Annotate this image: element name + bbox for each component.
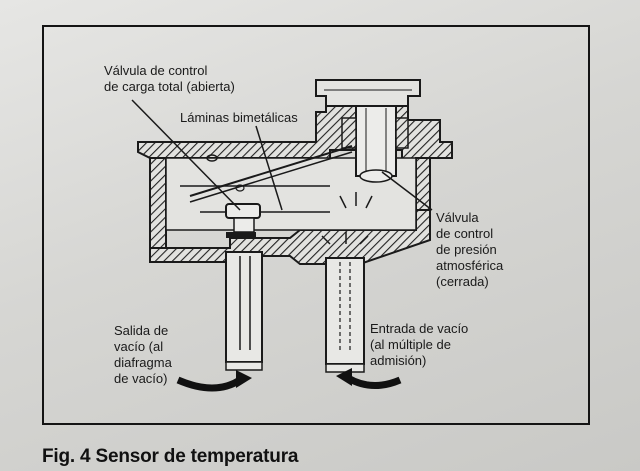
leader-lines — [131, 99, 433, 211]
total-load-valve — [225, 203, 261, 238]
flow-arrows — [176, 192, 402, 392]
label-vacuum-outlet: Salida de vacío (al diafragma de vacío) — [114, 323, 172, 386]
figure-frame — [42, 25, 590, 425]
top-cap — [315, 79, 421, 107]
vacuum-outlet-pipe — [225, 251, 263, 371]
atm-valve-cylinder — [341, 105, 409, 183]
vacuum-inlet-pipe — [325, 257, 365, 373]
figure-caption: Fig. 4 Sensor de temperatura — [42, 446, 299, 467]
bimetal-strips — [180, 145, 353, 213]
label-vacuum-inlet: Entrada de vacío (al múltiple de admisió… — [370, 321, 469, 368]
label-total-load-valve: Válvula de control de carga total (abier… — [104, 63, 235, 94]
label-bimetal-strips: Láminas bimetálicas — [180, 110, 298, 125]
label-atm-valve: Válvula de control de presión atmosféric… — [436, 210, 504, 289]
